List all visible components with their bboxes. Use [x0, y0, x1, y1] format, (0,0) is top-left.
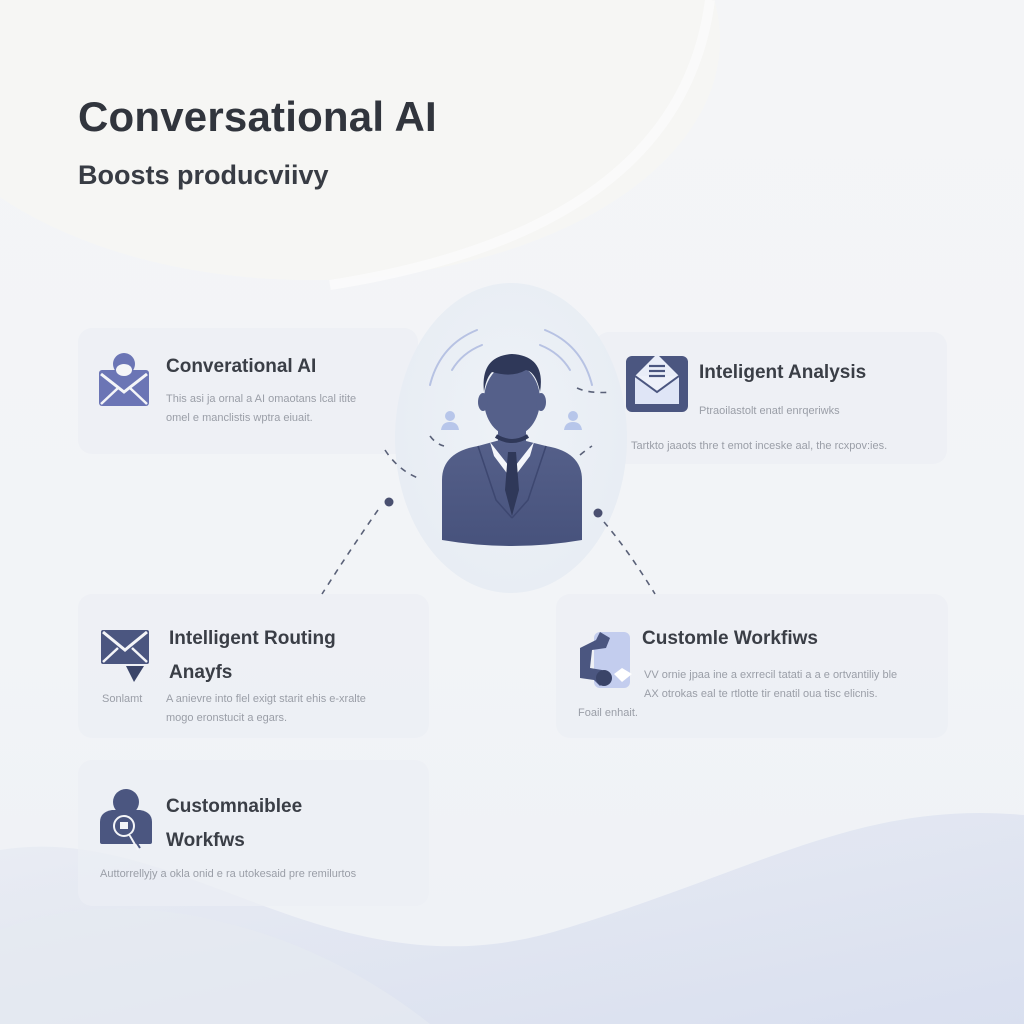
open-envelope-icon — [626, 354, 688, 412]
card-description: A anievre into flel exigt starit ehis e-… — [166, 693, 366, 724]
connector-node — [593, 508, 603, 518]
envelope-pointer-icon — [101, 630, 149, 682]
card-title: Customle Workfiws — [642, 628, 818, 649]
user-icon — [441, 411, 459, 430]
card-title: Intelligent Routing Anayfs — [169, 628, 336, 683]
page-subtitle: Boosts producviivy — [78, 160, 329, 190]
card-description: VV ornie jpaa ine a exrrecil tatati a a … — [644, 669, 898, 700]
envelope-user-icon — [99, 353, 149, 406]
card-description: Ptraoilastolt enatl enrqeriwks — [699, 405, 840, 417]
card-customle-workflows[interactable]: Customle Workfiws VV ornie jpaa ine a ex… — [556, 594, 948, 738]
card-side-label: Sonlamt — [102, 693, 143, 705]
header: Conversational AI Boosts producviivy — [78, 96, 437, 189]
businessman-avatar-icon — [442, 354, 582, 546]
card-footer: Foail enhait. — [578, 707, 638, 719]
card-description: This asi ja ornal a AI omaotans lcal iti… — [166, 393, 357, 424]
card-title: Customnaiblee Workfws — [166, 796, 303, 851]
card-customizable-workflows[interactable]: Customnaiblee Workfws Auttorrellyjy a ok… — [78, 760, 429, 906]
card-intelligent-analysis[interactable]: Inteligent Analysis Ptraoilastolt enatl … — [595, 332, 947, 464]
puzzle-arrows-icon — [580, 632, 632, 688]
broadcast-waves-icon — [429, 329, 593, 386]
card-description: Auttorrellyjy a okla onid e ra utokesaid… — [100, 868, 357, 880]
card-conversational-ai[interactable]: Converational AI This asi ja ornal a AI … — [78, 328, 418, 454]
connector-node — [384, 497, 394, 507]
card-title: Converational AI — [166, 356, 317, 377]
card-title: Inteligent Analysis — [699, 362, 867, 383]
connector-lines — [321, 387, 656, 595]
card-intelligent-routing[interactable]: Intelligent Routing Anayfs Sonlamt A ani… — [78, 594, 429, 738]
page-title: Conversational AI — [78, 93, 437, 140]
user-icon — [564, 411, 582, 430]
user-search-icon — [100, 789, 152, 851]
card-footer: Tartkto jaaots thre t emot inceske aal, … — [631, 440, 888, 452]
